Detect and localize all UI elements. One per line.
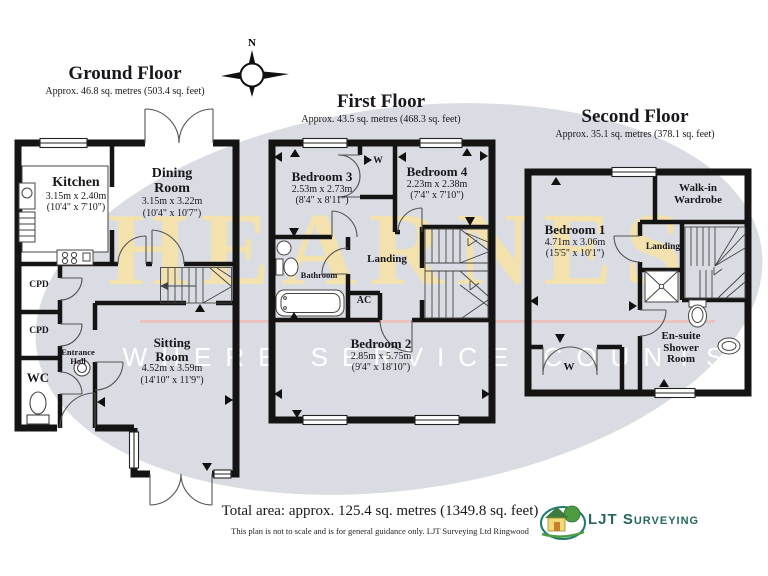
ground-floor-windows	[39, 137, 232, 479]
room-name: Walk-in Wardrobe	[673, 182, 723, 206]
room-label-bathroom: Bathroom	[292, 271, 346, 280]
room-label-wc: WC	[18, 371, 58, 385]
second-floor-doors	[542, 235, 667, 375]
ground-floor-area: Approx. 46.8 sq. metres (503.4 sq. feet)	[45, 85, 205, 97]
room-dims-imperial: (9'4" x 18'10")	[351, 362, 411, 374]
room-name: AC	[356, 295, 372, 306]
first-floor-walls	[268, 139, 496, 424]
room-name: Entrance Hall	[61, 347, 95, 366]
first-floor-stairs-icon	[424, 228, 489, 319]
second-floor-header: Second Floor Approx. 35.1 sq. metres (37…	[540, 106, 730, 141]
room-label-entrance-hall: Entrance Hall	[50, 348, 106, 366]
second-floor-title: Second Floor	[581, 106, 689, 127]
disclaimer-text: This plan is not to scale and is for gen…	[231, 526, 529, 536]
bathroom-fixtures	[275, 240, 345, 317]
first-floor-area: Approx. 43.5 sq. metres (468.3 sq. feet)	[301, 113, 461, 125]
ljt-logo-icon	[540, 505, 586, 540]
room-dims-imperial: (15'5" x 10'1")	[545, 248, 605, 260]
room-name: WC	[26, 370, 50, 385]
room-label-wardrobe-w-first: W	[365, 156, 391, 167]
kitchen-counter	[21, 165, 109, 253]
room-dims-imperial: (14'10" x 11'9")	[140, 375, 204, 387]
room-name: Kitchen	[52, 175, 100, 190]
ground-floor-stairs-icon	[159, 267, 232, 304]
toilet-icon	[283, 257, 299, 277]
second-floor-arrows	[530, 177, 669, 387]
room-dims-metric: 4.71m x 3.06m	[544, 236, 606, 248]
ground-floor-header: Ground Floor Approx. 46.8 sq. metres (50…	[30, 63, 220, 98]
room-label-wardrobe-w-second: W	[556, 361, 582, 374]
room-label-sitting-room: Sitting Room 4.52m x 3.59m (14'10" x 11'…	[122, 336, 222, 387]
room-dims-metric: 2.53m x 2.73m	[291, 183, 353, 195]
room-dims-metric: 3.15m x 2.40m	[45, 190, 107, 202]
room-name: Landing	[367, 253, 407, 265]
ground-floor-arrows	[97, 304, 233, 471]
room-dims-imperial: (7'4" x 7'10")	[410, 190, 464, 202]
room-label-bedroom-1: Bedroom 1 4.71m x 3.06m (15'5" x 10'1")	[527, 223, 623, 260]
room-name: CPD	[29, 326, 49, 336]
room-name: Bathroom	[300, 270, 338, 280]
room-dims-metric: 3.15m x 3.22m	[141, 196, 203, 208]
compass-rose-icon: N	[221, 37, 289, 97]
second-floor-stairs-icon	[684, 226, 746, 299]
shower-icon	[644, 270, 679, 303]
room-label-bedroom-2: Bedroom 2 2.85m x 5.75m (9'4" x 18'10")	[331, 337, 431, 374]
room-dims-metric: 2.85m x 5.75m	[350, 350, 412, 362]
room-name: Landing	[645, 242, 681, 252]
ground-floor-doors	[59, 108, 214, 506]
toilet-icon	[26, 391, 50, 425]
room-name: Bedroom 2	[350, 336, 412, 351]
first-floor-plan	[268, 137, 496, 426]
room-label-kitchen: Kitchen 3.15m x 2.40m (10'4" x 7'10")	[26, 175, 126, 214]
room-dims-metric: 2.23m x 2.38m	[406, 178, 468, 190]
room-label-ensuite: En-suite Shower Room	[638, 330, 724, 366]
compass-north-label: N	[248, 37, 256, 49]
first-floor-arrows	[274, 148, 490, 418]
room-label-cpd-1: CPD	[19, 280, 59, 291]
room-label-walk-in-wardrobe: Walk-in Wardrobe	[652, 182, 744, 206]
room-name: W	[373, 156, 383, 166]
room-name: Bedroom 3	[291, 169, 353, 184]
room-dims-imperial: (10'4" x 7'10")	[46, 202, 106, 214]
room-name: Bedroom 1	[544, 222, 606, 237]
basin-icon	[276, 240, 292, 256]
cistern	[275, 258, 284, 276]
room-label-bedroom-4: Bedroom 4 2.23m x 2.38m (7'4" x 7'10")	[391, 165, 483, 202]
room-label-bedroom-3: Bedroom 3 2.53m x 2.73m (8'4" x 8'11")	[276, 170, 368, 207]
toilet-icon-second	[688, 299, 707, 328]
second-floor-plan	[524, 166, 752, 399]
first-floor-windows	[302, 137, 463, 426]
room-dims-imperial: (8'4" x 8'11")	[295, 195, 349, 207]
room-name: Sitting Room	[153, 335, 191, 364]
total-area-text: Total area: approx. 125.4 sq. metres (13…	[221, 503, 539, 519]
basin-icon-second	[717, 337, 741, 355]
room-label-cpd-2: CPD	[19, 326, 59, 337]
room-name: CPD	[29, 280, 49, 290]
basin-icon	[73, 359, 91, 377]
first-floor-title: First Floor	[336, 91, 426, 112]
ground-floor-plan	[14, 108, 240, 506]
room-name: W	[563, 361, 575, 373]
room-name: En-suite Shower Room	[661, 330, 701, 366]
room-label-dining: Dining Room 3.15m x 3.22m (10'4" x 10'7"…	[122, 166, 222, 220]
ljt-surveying-logo-text: LJT Surveying	[588, 511, 700, 528]
first-floor-doors	[321, 154, 423, 353]
room-name: Bedroom 4	[406, 164, 468, 179]
room-name: Dining Room	[151, 166, 193, 196]
room-dims-metric: 4.52m x 3.59m	[141, 363, 203, 375]
room-label-landing-second: Landing	[633, 242, 693, 253]
sink-icon	[18, 182, 36, 243]
room-label-ac: AC	[350, 295, 378, 307]
second-floor-windows	[611, 166, 696, 399]
room-label-landing-first: Landing	[352, 253, 422, 266]
ground-floor-title: Ground Floor	[68, 63, 182, 84]
cooker-icon	[56, 249, 94, 266]
room-dims-imperial: (10'4" x 10'7")	[142, 208, 202, 220]
first-floor-header: First Floor Approx. 43.5 sq. metres (468…	[286, 91, 476, 126]
second-floor-area: Approx. 35.1 sq. metres (378.1 sq. feet)	[555, 128, 715, 140]
